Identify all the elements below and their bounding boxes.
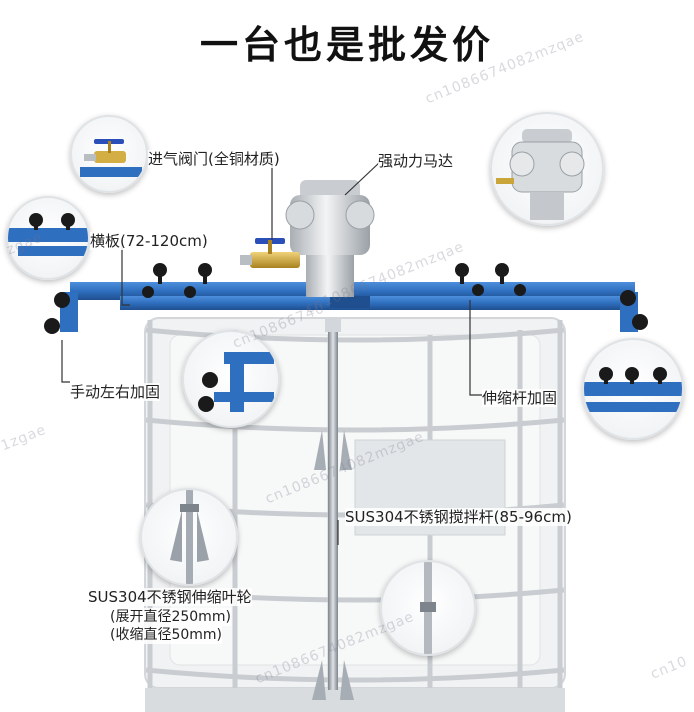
label-manual-fix: 手动左右加固 xyxy=(70,383,161,401)
motor-callout xyxy=(490,112,604,226)
manual-fix-callout xyxy=(182,330,280,428)
stir-rod-icon xyxy=(420,562,436,654)
label-impeller-line1: SUS304不锈钢伸缩叶轮 xyxy=(88,588,252,606)
knob-icon xyxy=(584,367,682,412)
page-title: 一台也是批发价 xyxy=(199,23,494,67)
ball-valve xyxy=(240,238,300,268)
impeller-callout xyxy=(140,488,238,586)
air-motor-icon xyxy=(496,129,585,220)
stir-rod xyxy=(312,318,354,700)
air-motor xyxy=(285,180,375,297)
stir-rod-callout xyxy=(380,560,476,656)
ball-valve-icon xyxy=(80,139,142,177)
label-motor: 强动力马达 xyxy=(378,152,454,170)
label-impeller-line3: (收缩直径50mm) xyxy=(110,626,223,644)
knob-icon xyxy=(198,352,274,412)
label-air-valve: 进气阀门(全铜材质) xyxy=(148,150,280,168)
impeller-icon xyxy=(170,490,209,584)
crossbar-callout xyxy=(6,196,90,280)
label-stir-rod: SUS304不锈钢搅拌杆(85-96cm) xyxy=(345,508,572,526)
knob-icon xyxy=(8,213,88,256)
label-crossbar: 横板(72-120cm) xyxy=(90,232,208,250)
valve-callout xyxy=(70,115,148,193)
label-impeller-line2: (展开直径250mm) xyxy=(110,608,231,626)
crossbar-frame xyxy=(44,263,648,334)
label-telescopic-fix: 伸缩杆加固 xyxy=(482,389,558,407)
telescopic-fix-callout xyxy=(582,338,684,440)
